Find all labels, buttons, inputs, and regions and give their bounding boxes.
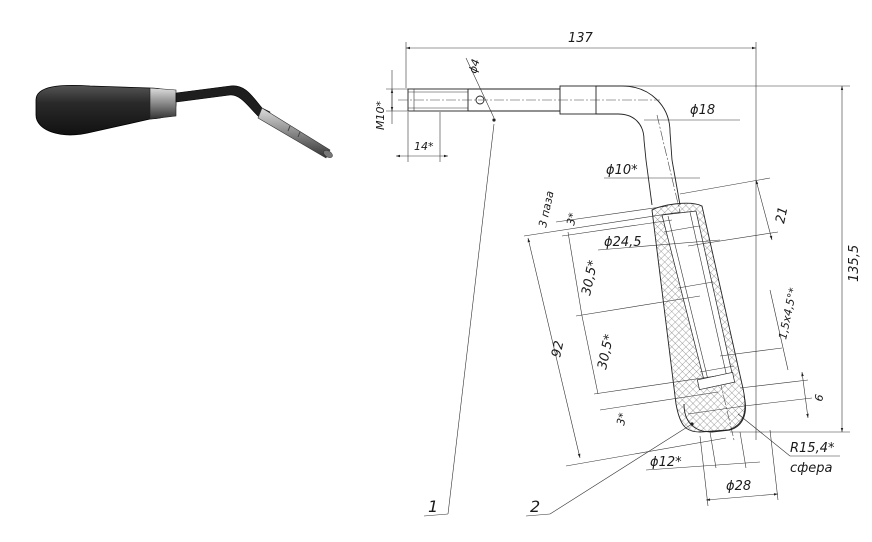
dim-radius: R15,4* xyxy=(790,441,835,456)
dim-thread: M10* xyxy=(374,101,387,130)
dim-tip-dia: ϕ12* xyxy=(650,455,682,470)
dim-end-gap: 6 xyxy=(812,393,826,403)
dim-chamfer: 1,5x4,5°* xyxy=(776,286,800,341)
dim-segment-b: 30,5* xyxy=(595,333,617,371)
dimension-labels: 137 ϕ4 M10* 14* ϕ18 ϕ10* 3 паза 3* 21 ϕ2… xyxy=(374,31,862,516)
part-outline xyxy=(398,85,746,441)
dim-groove-width: 3* xyxy=(564,211,579,226)
dim-segment-a: 30,5* xyxy=(579,259,601,297)
dim-bar-dia: ϕ10* xyxy=(606,163,638,178)
part-label-2: 2 xyxy=(530,497,540,516)
handle-lever-photo xyxy=(35,84,333,159)
dim-grip-dia: ϕ24,5 xyxy=(604,235,642,250)
dim-end-dia: ϕ28 xyxy=(726,479,751,494)
part-label-1: 1 xyxy=(428,497,438,516)
dim-bottom-width: 3* xyxy=(614,411,629,426)
dim-rod-dia: ϕ18 xyxy=(690,103,715,118)
dim-height: 135,5 xyxy=(847,245,862,282)
leader-dot-2 xyxy=(690,422,694,426)
dim-overall-length: 137 xyxy=(568,31,594,46)
dim-top-segment: 21 xyxy=(773,206,791,225)
dim-sphere: сфера xyxy=(790,461,833,476)
leader-dot-1 xyxy=(492,118,496,122)
dim-hole-dia: ϕ4 xyxy=(466,58,482,75)
dim-thread-length: 14* xyxy=(414,140,434,153)
dimension-lines xyxy=(386,42,850,517)
dim-grooves: 3 паза xyxy=(536,189,556,228)
dim-grip-length: 92 xyxy=(549,340,567,359)
